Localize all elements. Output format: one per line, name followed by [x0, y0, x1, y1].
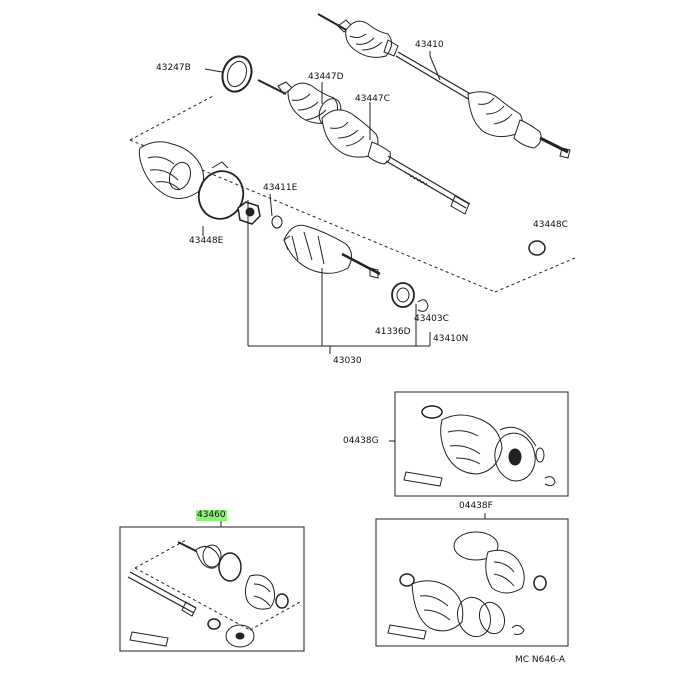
- drawing-code: MC N646-A: [515, 655, 566, 665]
- label-43403c: 43403C: [414, 314, 449, 324]
- label-43448c: 43448C: [533, 220, 568, 230]
- label-04438g: 04438G: [343, 436, 379, 446]
- tripod-joint-43411e: [237, 201, 283, 229]
- label-43410: 43410: [415, 40, 444, 50]
- oil-seal-41336d: [391, 282, 415, 308]
- assembly-box-43460: [119, 526, 305, 652]
- label-43410n: 43410N: [433, 334, 469, 344]
- kit-04438f-parts: [387, 531, 547, 640]
- kit-04438g-parts: [403, 405, 556, 487]
- clamp-43448c: [528, 240, 546, 256]
- label-43447d: 43447D: [308, 72, 344, 82]
- kit-box-04438g: [394, 391, 569, 497]
- outer-boot: [138, 141, 204, 199]
- label-43030: 43030: [333, 356, 362, 366]
- inboard-joint-43030: [283, 224, 381, 279]
- label-43447c: 43447C: [355, 94, 390, 104]
- complete-shaft-43410: [317, 13, 571, 159]
- assembly-43460-dashed: [134, 539, 301, 631]
- upper-dashed-boundary: [129, 94, 576, 293]
- label-43411e: 43411E: [263, 183, 298, 193]
- label-43460-highlighted: 43460: [196, 510, 227, 521]
- label-41336d: 41336D: [375, 327, 411, 337]
- snap-ring-43403c: [417, 299, 429, 312]
- assembly-43460-parts: [127, 541, 289, 648]
- bracket-43030: [248, 345, 430, 354]
- label-43247b: 43247B: [156, 63, 191, 73]
- boot-clamp-43448e: [197, 161, 245, 220]
- snap-ring-43247b: [221, 55, 253, 93]
- label-43448e: 43448E: [189, 236, 224, 246]
- inner-shaft-assembly: [257, 79, 471, 215]
- kit-box-04438f: [375, 518, 569, 647]
- label-04438f: 04438F: [459, 501, 493, 511]
